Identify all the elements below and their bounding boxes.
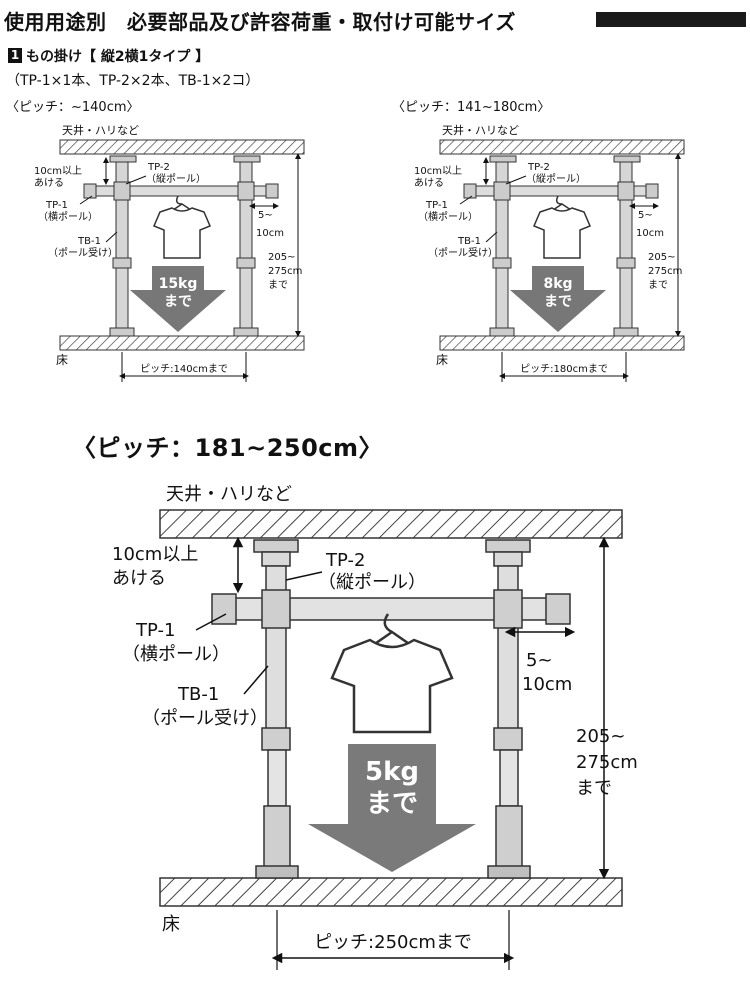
required-components: （TP-1×1本、TP-2×2本、TB-1×2コ） — [6, 73, 260, 89]
tp2-label-line1: TP-2 — [147, 162, 170, 173]
load-unit: まで — [366, 789, 418, 819]
overhang-label-line2: 10cm — [636, 228, 664, 239]
load-unit: まで — [544, 294, 572, 310]
vertical-pole-left — [109, 155, 137, 337]
section-number-badge: 1 — [8, 48, 22, 63]
ceiling-beam — [439, 139, 685, 155]
tb1-label-line1: TB-1 — [177, 684, 219, 705]
overhang-label-line1: 5~ — [638, 210, 653, 221]
tb1-label-line1: TB-1 — [77, 236, 101, 247]
overhang-label-line1: 5~ — [258, 210, 273, 221]
gap-label-line2: あける — [414, 177, 444, 189]
diagram-small-1: 天井・ハリなど 床 — [34, 123, 305, 382]
tp1-label-line2: （横ポール） — [418, 210, 478, 223]
tp2-label-line2: （縦ポール） — [318, 572, 426, 593]
tp1-label-line2: （横ポール） — [122, 644, 230, 665]
gap-label-line1: 10cm以上 — [112, 544, 198, 565]
overhang-label-line1: 5~ — [526, 650, 553, 671]
load-arrow: 5kg まで — [308, 744, 476, 872]
height-label-line1: 205~ — [648, 252, 675, 263]
horizontal-pole — [463, 181, 659, 201]
height-label-line2: 275cm — [576, 752, 638, 773]
pitch-title-small-2: 〈ピッチ：141~180cm〉 — [392, 100, 551, 115]
tp2-label-line2: （縦ポール） — [526, 172, 586, 185]
gap-label-line2: あける — [112, 568, 166, 589]
header-decorative-bar — [596, 12, 746, 27]
diagram-small-2: 天井・ハリなど 床 8kg まで — [414, 123, 685, 382]
pitch-measure-label: ピッチ:140cmまで — [140, 363, 228, 375]
load-value: 15kg — [159, 276, 198, 292]
pitch-title-large: 〈ピッチ：181~250cm〉 — [72, 434, 384, 462]
load-arrow: 8kg まで — [510, 266, 606, 332]
pitch-measure-label: ピッチ:180cmまで — [520, 363, 608, 375]
tp1-label-line2: （横ポール） — [38, 210, 98, 223]
tb1-label-line1: TB-1 — [457, 236, 481, 247]
height-label-line1: 205~ — [576, 726, 625, 747]
ceiling-label: 天井・ハリなど — [62, 123, 139, 137]
diagram-large: 天井・ハリなど 床 — [112, 484, 638, 970]
ceiling-label: 天井・ハリなど — [166, 484, 292, 505]
height-label-line3: まで — [576, 778, 612, 799]
shirt-on-hanger-icon — [330, 613, 454, 734]
tp1-label-line1: TP-1 — [45, 200, 68, 211]
pitch-title-small-1: 〈ピッチ：~140cm〉 — [6, 100, 140, 115]
gap-label-line1: 10cm以上 — [414, 165, 462, 177]
tp2-label-line1: TP-2 — [527, 162, 550, 173]
load-unit: まで — [164, 294, 192, 310]
floor-slab — [439, 335, 685, 351]
gap-label-line2: あける — [34, 177, 64, 189]
page-title: 使用用途別 必要部品及び許容荷重・取付け可能サイズ — [4, 10, 516, 34]
height-label-line3: まで — [648, 279, 668, 291]
overhang-label-line2: 10cm — [522, 674, 572, 695]
horizontal-pole — [83, 181, 279, 201]
floor-slab — [59, 335, 305, 351]
section-title: もの掛け【 縦2横1タイプ 】 — [26, 49, 210, 65]
floor-label: 床 — [436, 353, 448, 367]
ceiling-beam — [159, 509, 623, 539]
gap-label-line1: 10cm以上 — [34, 165, 82, 177]
ceiling-label: 天井・ハリなど — [442, 123, 519, 137]
load-arrow: 15kg まで — [130, 266, 226, 332]
vertical-pole-left — [489, 155, 517, 337]
tp1-label-line1: TP-1 — [425, 200, 448, 211]
overhang-label-line2: 10cm — [256, 228, 284, 239]
floor-slab — [159, 877, 623, 907]
floor-label: 床 — [56, 353, 68, 367]
height-label-line1: 205~ — [268, 252, 295, 263]
tp2-label-line1: TP-2 — [325, 550, 365, 571]
height-label-line2: 275cm — [268, 266, 302, 277]
pitch-measure-label: ピッチ:250cmまで — [314, 932, 472, 953]
ceiling-beam — [59, 139, 305, 155]
load-value: 8kg — [543, 276, 572, 292]
height-label-line3: まで — [268, 279, 288, 291]
shirt-on-hanger-icon — [153, 195, 211, 259]
tp1-label-line1: TP-1 — [135, 620, 175, 641]
shirt-on-hanger-icon — [533, 195, 591, 259]
tb1-label-line2: （ポール受け） — [48, 247, 118, 259]
load-value: 5kg — [365, 757, 419, 787]
floor-label: 床 — [162, 914, 180, 935]
tb1-label-line2: （ポール受け） — [428, 247, 498, 259]
horizontal-pole — [211, 589, 571, 629]
height-label-line2: 275cm — [648, 266, 682, 277]
tp2-label-line2: （縦ポール） — [146, 172, 206, 185]
tb1-label-line2: （ポール受け） — [142, 708, 268, 729]
